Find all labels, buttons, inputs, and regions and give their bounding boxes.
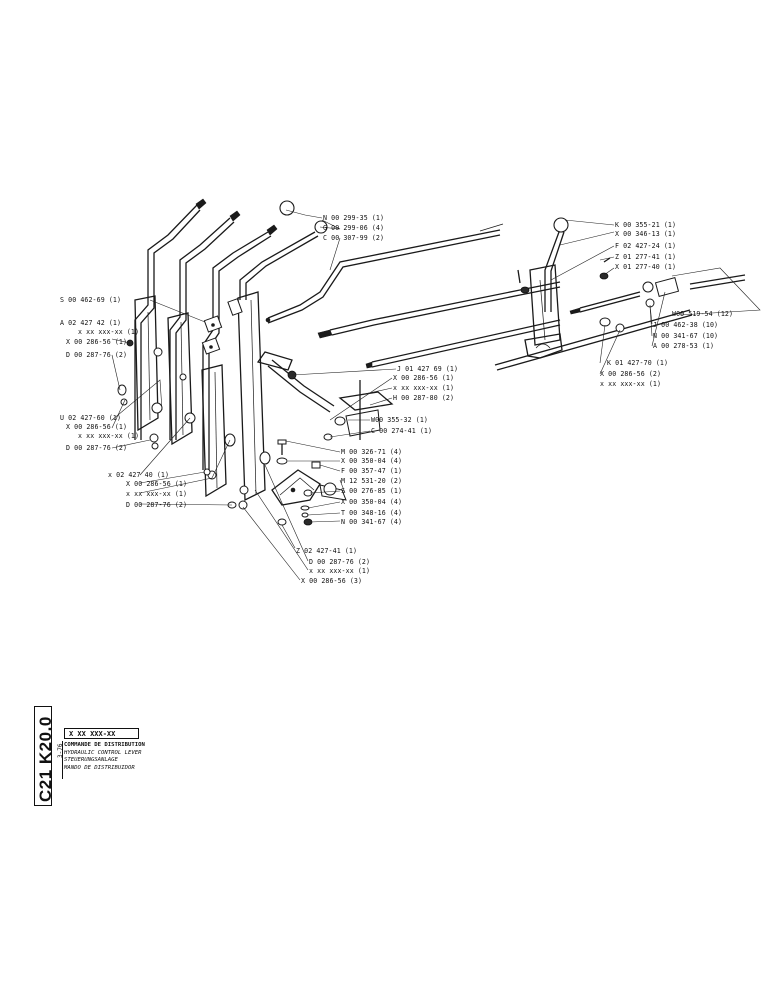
- part-label: Z 01 277-41 (1): [615, 253, 676, 261]
- part-label: D 00 287-76 (2): [66, 444, 127, 452]
- control-lever-4: [237, 220, 328, 510]
- part-label: F 00 357-47 (1): [341, 467, 402, 475]
- part-label: T 00 348-16 (4): [341, 509, 402, 517]
- part-label: x xx xxx-xx (1): [393, 384, 454, 392]
- part-label: K 00 355-21 (1): [615, 221, 676, 229]
- description-es: MANDO DE DISTRIBUIDOR: [64, 764, 135, 771]
- part-label: D 00 287-76 (2): [66, 351, 127, 359]
- part-label: A 00 278-53 (1): [653, 342, 714, 350]
- description-rule: [62, 741, 63, 779]
- part-label: G 00 299-06 (4): [323, 224, 384, 232]
- part-label: S 00 276-85 (1): [341, 487, 402, 495]
- right-control-lever-assembly: [517, 217, 680, 359]
- description-fr: COMMANDE DE DISTRIBUTION: [64, 742, 145, 748]
- part-label: C 00 307-99 (2): [323, 234, 384, 242]
- part-label: x xx xxx-xx (1): [78, 432, 139, 440]
- part-label: X 00 350-04 (4): [341, 498, 402, 506]
- part-label: J 00 462-38 (10): [653, 321, 718, 329]
- lever-knob: [279, 200, 295, 216]
- part-label: K 01 427-70 (1): [607, 359, 668, 367]
- part-label: A 02 427 42 (1): [60, 319, 121, 327]
- part-label: W00 519-54 (12): [672, 310, 733, 318]
- part-label: F 02 427-24 (1): [615, 242, 676, 250]
- part-label: M 00 326-71 (4): [341, 448, 402, 456]
- drawing-code-frame: [34, 706, 52, 806]
- drawing-code: C21 K20.0: [36, 716, 55, 802]
- part-labels: N 00 299-35 (1) G 00 299-06 (4) C 00 307…: [60, 214, 733, 585]
- part-label: X 00 286-56 (3): [301, 577, 362, 585]
- part-label: x 02 427 40 (1): [108, 471, 169, 479]
- part-label: U 02 427-60 (1): [60, 414, 121, 422]
- assembly-part-number: X XX XXX-XX: [64, 728, 139, 739]
- description-de: STEUERUNGSANLAGE: [64, 757, 118, 763]
- part-label: X 00 286-56 (1): [393, 374, 454, 382]
- part-label: J 01 427 69 (1): [397, 365, 458, 373]
- part-label: x xx xxx-xx (1): [126, 490, 187, 498]
- part-label: N 00 341-67 (4): [341, 518, 402, 526]
- part-label: X 00 286-56 (1): [66, 338, 127, 346]
- pivot-bracket-hardware: [271, 439, 347, 526]
- part-label: X 00 286-56 (1): [126, 480, 187, 488]
- part-label: N 00 341-67 (10): [653, 332, 718, 340]
- part-label: x xx xxx-xx (1): [78, 328, 139, 336]
- part-label: D 00 287-76 (2): [126, 501, 187, 509]
- part-label: X 00 286-56 (1): [66, 423, 127, 431]
- control-rods: [265, 223, 746, 371]
- part-label: D 00 287-76 (2): [309, 558, 370, 566]
- leader-lines: [111, 209, 761, 581]
- clamp-bracket: [201, 298, 243, 355]
- part-label: C 00 274-41 (1): [371, 427, 432, 435]
- part-label: S 00 462-69 (1): [60, 296, 121, 304]
- part-label: M 12 531-20 (2): [341, 477, 402, 485]
- part-label: X 01 277-40 (1): [615, 263, 676, 271]
- part-label: x xx xxx-xx (1): [309, 567, 370, 575]
- part-label: X 00 346-13 (1): [615, 230, 676, 238]
- part-label: H 00 287-80 (2): [393, 394, 454, 402]
- part-label: x xx xxx-xx (1): [600, 380, 661, 388]
- part-label: W00 355-32 (1): [371, 416, 428, 424]
- part-label: X 00 286-56 (2): [600, 370, 661, 378]
- part-label: Z 02 427-41 (1): [296, 547, 357, 555]
- assembly-description: COMMANDE DE DISTRIBUTION HYDRAULIC CONTR…: [64, 742, 145, 772]
- part-label: X 00 350-04 (4): [341, 457, 402, 465]
- pedal-assembly: [256, 351, 394, 441]
- description-en: HYDRAULIC CONTROL LEVER: [64, 749, 142, 756]
- part-label: N 00 299-35 (1): [323, 214, 384, 222]
- control-lever-2: [167, 210, 241, 446]
